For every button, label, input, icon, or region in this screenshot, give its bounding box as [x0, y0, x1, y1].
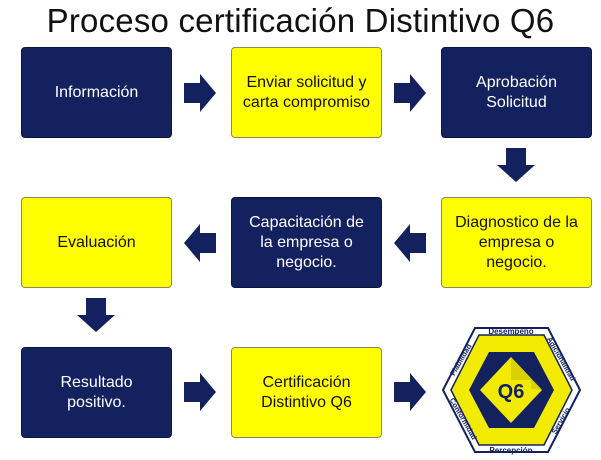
logo-word-bottom: Percepción: [489, 446, 532, 455]
arrow-left-icon: [184, 224, 216, 262]
step-enviar-solicitud: Enviar solicitud y carta compromiso: [231, 47, 382, 138]
arrow-right-icon: [184, 74, 216, 112]
logo-center-text: Q6: [498, 381, 525, 403]
step-informacion: Información: [21, 47, 172, 138]
logo-word-top: Desempeño: [488, 327, 533, 336]
step-aprobacion: Aprobación Solicitud: [441, 47, 592, 138]
arrow-right-icon: [394, 74, 426, 112]
step-evaluacion: Evaluación: [21, 197, 172, 288]
step-diagnostico: Diagnostico de la empresa o negocio.: [441, 197, 592, 288]
arrow-right-icon: [394, 373, 426, 411]
step-capacitacion: Capacitación de la empresa o negocio.: [231, 197, 382, 288]
arrow-right-icon: [184, 373, 216, 411]
arrow-left-icon: [394, 224, 426, 262]
q6-logo: Q6 Desempeño Adicionalidad Servicio Perc…: [441, 325, 582, 455]
step-resultado: Resultado positivo.: [21, 347, 172, 438]
step-certificacion: Certificación Distintivo Q6: [231, 347, 382, 438]
arrow-down-icon: [497, 148, 535, 182]
arrow-down-icon: [77, 298, 115, 332]
diagram-title: Proceso certificación Distintivo Q6: [46, 2, 555, 39]
